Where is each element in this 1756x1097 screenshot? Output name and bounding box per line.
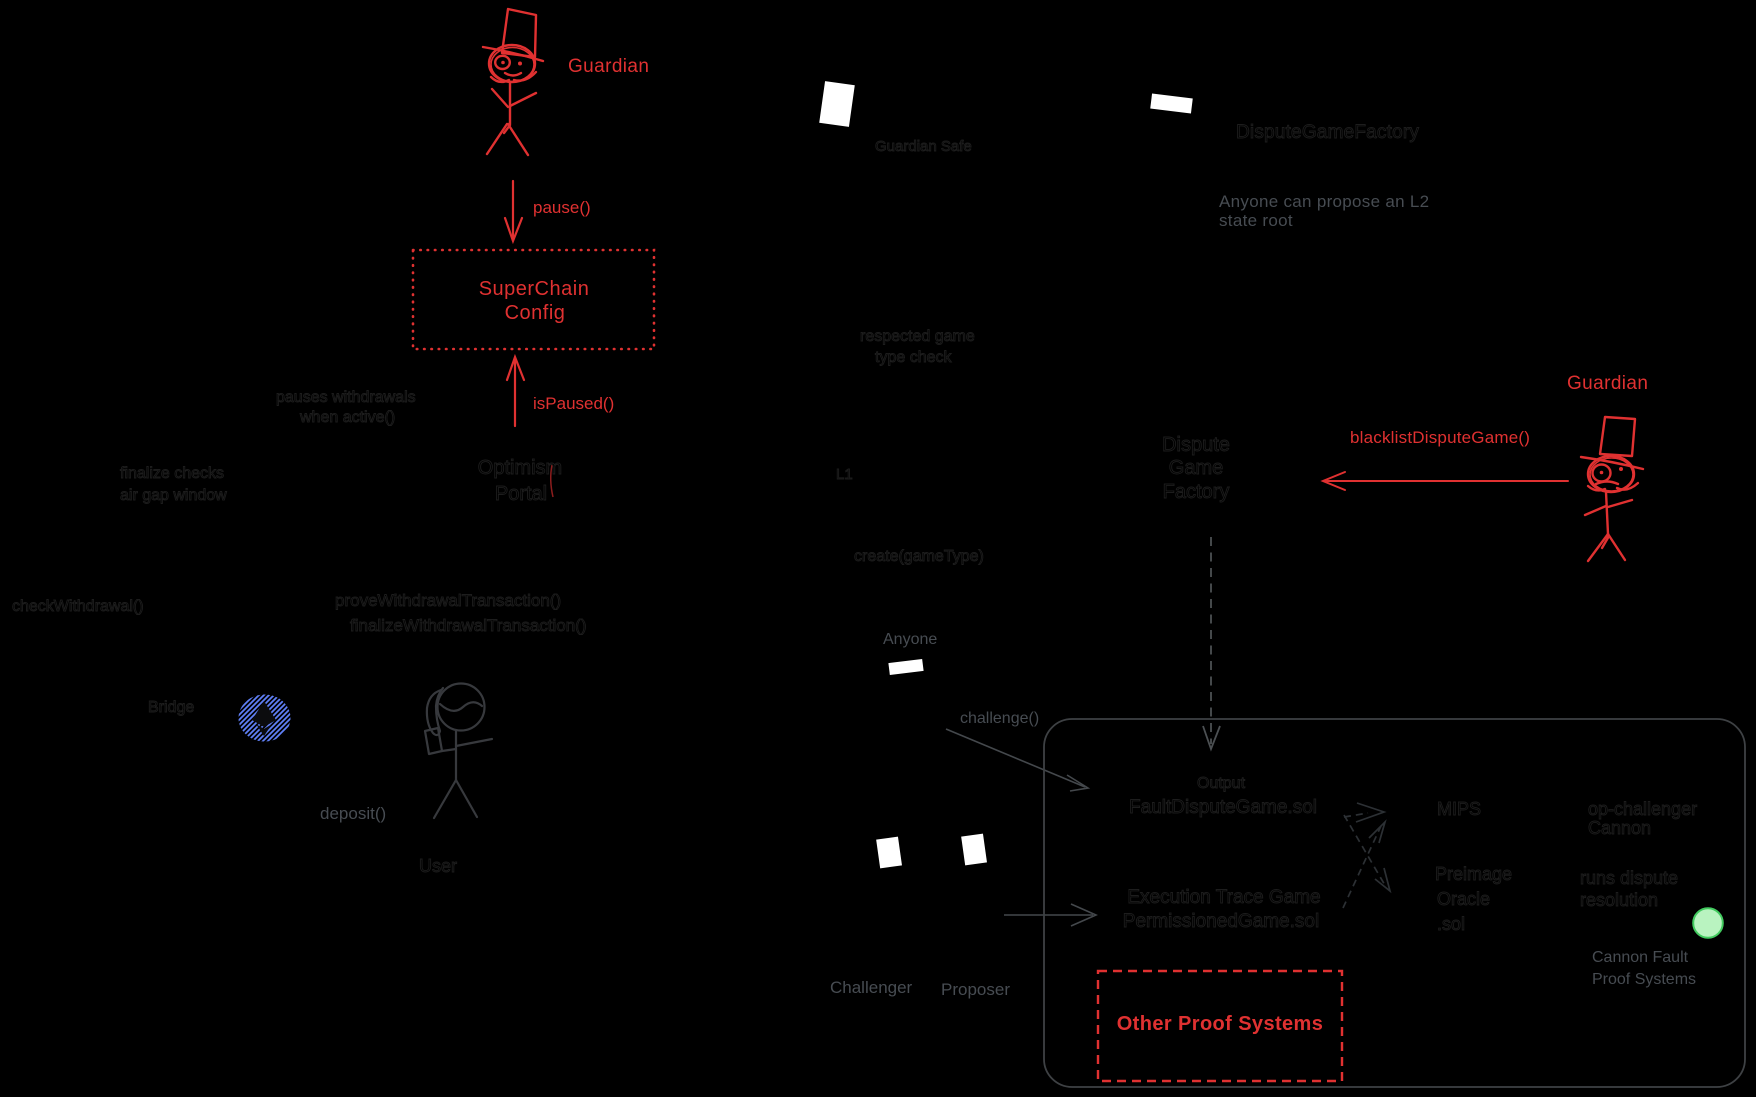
svg-text:Guardian: Guardian xyxy=(1567,373,1648,394)
svg-text:L1: L1 xyxy=(836,466,853,483)
svg-text:Execution Trace Game: Execution Trace Game xyxy=(1127,887,1320,908)
svg-text:Guardian: Guardian xyxy=(568,56,649,77)
svg-text:pauses withdrawals: pauses withdrawals xyxy=(276,389,416,406)
svg-text:finalizeWithdrawalTransaction(: finalizeWithdrawalTransaction() xyxy=(350,616,587,635)
svg-text:isPaused(): isPaused() xyxy=(533,394,614,413)
svg-text:air gap window: air gap window xyxy=(120,487,227,504)
svg-text:PermissionedGame.sol: PermissionedGame.sol xyxy=(1123,911,1319,932)
svg-text:Anyone can propose an L2: Anyone can propose an L2 xyxy=(1219,192,1429,211)
svg-text:runs dispute: runs dispute xyxy=(1580,868,1678,888)
svg-text:finalize checks: finalize checks xyxy=(120,465,224,482)
svg-text:FaultDisputeGame.sol: FaultDisputeGame.sol xyxy=(1129,797,1317,818)
svg-text:Factory: Factory xyxy=(1163,481,1230,503)
svg-text:MIPS: MIPS xyxy=(1437,799,1481,819)
svg-text:Proof Systems: Proof Systems xyxy=(1592,971,1696,988)
svg-text:proveWithdrawalTransaction(): proveWithdrawalTransaction() xyxy=(335,591,561,610)
svg-text:.sol: .sol xyxy=(1437,914,1465,934)
svg-text:Output: Output xyxy=(1197,775,1246,792)
svg-text:blacklistDisputeGame(): blacklistDisputeGame() xyxy=(1350,428,1530,447)
svg-text:Challenger: Challenger xyxy=(830,978,913,997)
svg-text:Oracle: Oracle xyxy=(1437,889,1490,909)
svg-text:DisputeGameFactory: DisputeGameFactory xyxy=(1236,122,1419,143)
svg-text:op-challenger: op-challenger xyxy=(1588,799,1697,819)
svg-text:Dispute: Dispute xyxy=(1162,434,1230,456)
svg-text:Optimism: Optimism xyxy=(478,457,562,479)
svg-text:pause(): pause() xyxy=(533,198,591,217)
svg-text:challenge(): challenge() xyxy=(960,710,1039,727)
svg-text:Guardian Safe: Guardian Safe xyxy=(875,138,972,155)
svg-text:Cannon: Cannon xyxy=(1588,818,1651,838)
svg-text:checkWithdrawal(): checkWithdrawal() xyxy=(12,598,144,615)
svg-text:Config: Config xyxy=(505,302,566,324)
svg-text:Bridge: Bridge xyxy=(148,699,194,716)
svg-text:state root: state root xyxy=(1219,211,1293,230)
svg-text:resolution: resolution xyxy=(1580,890,1658,910)
svg-text:Portal: Portal xyxy=(495,483,547,505)
svg-text:User: User xyxy=(419,856,457,876)
svg-text:Proposer: Proposer xyxy=(941,980,1010,999)
svg-text:Cannon Fault: Cannon Fault xyxy=(1592,949,1689,966)
svg-text:Anyone: Anyone xyxy=(883,631,937,648)
svg-text:Game: Game xyxy=(1169,457,1223,479)
svg-text:type check: type check xyxy=(875,349,952,366)
svg-text:SuperChain: SuperChain xyxy=(479,278,590,300)
svg-text:Preimage: Preimage xyxy=(1435,864,1512,884)
svg-text:when active(): when active() xyxy=(299,409,395,426)
svg-text:Other Proof Systems: Other Proof Systems xyxy=(1117,1013,1324,1035)
svg-text:create(gameType): create(gameType) xyxy=(854,548,984,565)
svg-text:respected game: respected game xyxy=(860,328,975,345)
svg-text:deposit(): deposit() xyxy=(320,804,386,823)
